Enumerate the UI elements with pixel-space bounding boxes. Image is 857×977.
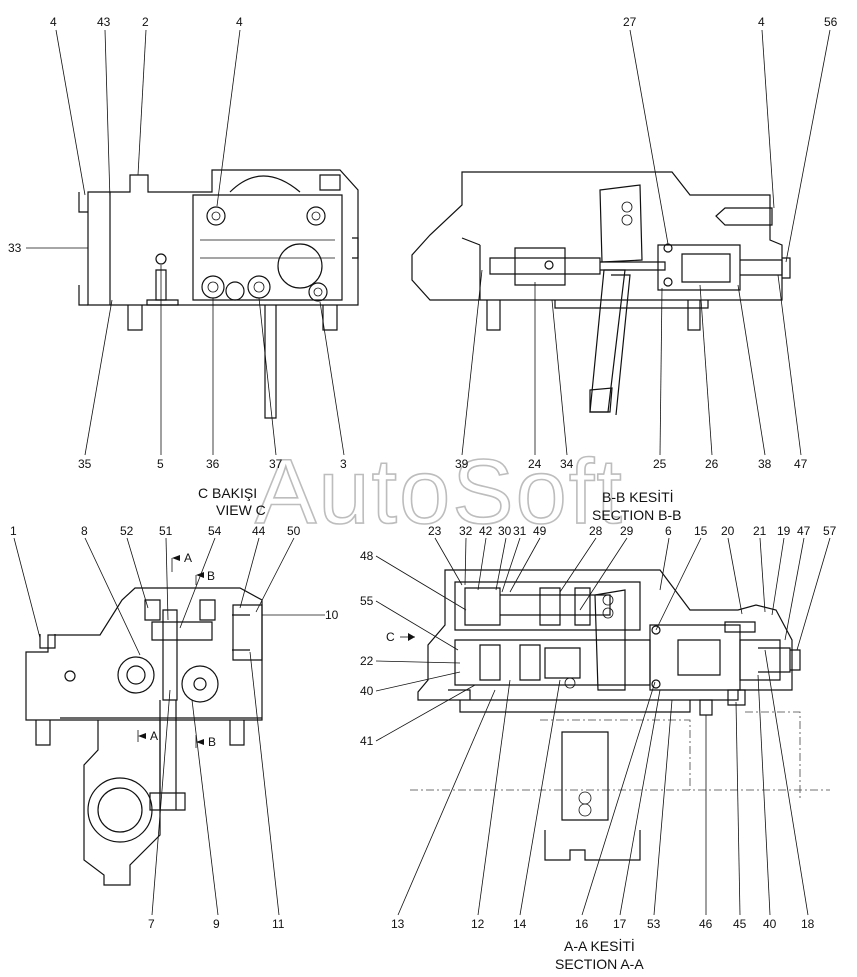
callout: 16 bbox=[575, 917, 589, 931]
callout: 38 bbox=[758, 457, 772, 471]
section-aa-caption-tr: A-A KESİTİ bbox=[564, 937, 635, 954]
callout: 52 bbox=[120, 524, 134, 538]
callout: 30 bbox=[498, 524, 512, 538]
callout: 40 bbox=[360, 684, 374, 698]
callout: 9 bbox=[213, 917, 220, 931]
view-c-caption-en: VIEW C bbox=[216, 502, 266, 518]
callout: 43 bbox=[97, 15, 111, 29]
callout: 22 bbox=[360, 654, 374, 668]
section-aa-drawing bbox=[410, 569, 830, 861]
callout: 44 bbox=[252, 524, 266, 538]
callout: 27 bbox=[623, 15, 637, 29]
section-markers bbox=[137, 555, 415, 748]
callout: 53 bbox=[647, 917, 661, 931]
section-aa-caption-en: SECTION A-A bbox=[555, 956, 644, 972]
callout: 57 bbox=[823, 524, 837, 538]
callout: 5 bbox=[157, 457, 164, 471]
section-mark: A bbox=[184, 551, 192, 565]
callout: 41 bbox=[360, 734, 374, 748]
callout: 19 bbox=[777, 524, 791, 538]
callout: 4 bbox=[50, 15, 57, 29]
callout: 39 bbox=[455, 457, 469, 471]
callout: 24 bbox=[528, 457, 542, 471]
leader-lines bbox=[13, 29, 831, 916]
callout: 51 bbox=[159, 524, 173, 538]
section-aa-callouts: 23 32 42 30 31 49 28 29 6 15 20 21 19 47… bbox=[360, 524, 837, 931]
callout: 29 bbox=[620, 524, 634, 538]
left-view-callouts: 1 8 52 51 54 44 50 10 A B A B 7 9 11 bbox=[10, 524, 339, 931]
callout: 28 bbox=[589, 524, 603, 538]
callout: 40 bbox=[763, 917, 777, 931]
callout: 56 bbox=[824, 15, 838, 29]
section-bb-caption-tr: B-B KESİTİ bbox=[602, 488, 674, 505]
callout: 6 bbox=[665, 524, 672, 538]
section-bb-drawing bbox=[411, 171, 791, 416]
callout: 13 bbox=[391, 917, 405, 931]
callout: 18 bbox=[801, 917, 815, 931]
callout: 54 bbox=[208, 524, 222, 538]
callout: 45 bbox=[733, 917, 747, 931]
callout: 21 bbox=[753, 524, 767, 538]
callout: 4 bbox=[236, 15, 243, 29]
view-c-callouts: 4 43 2 4 33 35 5 36 37 3 bbox=[8, 15, 347, 471]
view-marker: C bbox=[386, 630, 395, 644]
callout: 7 bbox=[148, 917, 155, 931]
callout: 26 bbox=[705, 457, 719, 471]
section-mark: B bbox=[207, 569, 215, 583]
callout: 11 bbox=[272, 917, 285, 931]
callout: 46 bbox=[699, 917, 713, 931]
callout: 32 bbox=[459, 524, 473, 538]
callout: 55 bbox=[360, 594, 374, 608]
section-mark: A bbox=[150, 729, 158, 743]
callout: 10 bbox=[325, 608, 339, 622]
callout: 2 bbox=[142, 15, 149, 29]
callout: 23 bbox=[428, 524, 442, 538]
callout: 49 bbox=[533, 524, 547, 538]
section-bb-callouts: 27 4 56 39 24 34 25 26 38 47 bbox=[455, 15, 838, 471]
callout: 15 bbox=[694, 524, 708, 538]
callout: 35 bbox=[78, 457, 92, 471]
callout: 14 bbox=[513, 917, 527, 931]
view-c-drawing bbox=[78, 169, 359, 419]
callout: 12 bbox=[471, 917, 485, 931]
callout: 4 bbox=[758, 15, 765, 29]
section-bb-caption-en: SECTION B-B bbox=[592, 507, 681, 523]
view-c-caption-tr: C BAKIŞI bbox=[198, 485, 257, 501]
callout: 25 bbox=[653, 457, 667, 471]
callout: 36 bbox=[206, 457, 220, 471]
callout: 47 bbox=[794, 457, 808, 471]
section-mark: B bbox=[208, 735, 216, 749]
watermark-text: AutoSoft bbox=[255, 441, 624, 543]
callout: 47 bbox=[797, 524, 811, 538]
callout: 33 bbox=[8, 241, 22, 255]
callout: 50 bbox=[287, 524, 301, 538]
callout: 37 bbox=[269, 457, 283, 471]
callout: 31 bbox=[513, 524, 527, 538]
callout: 42 bbox=[479, 524, 493, 538]
callout: 1 bbox=[10, 524, 17, 538]
callout: 48 bbox=[360, 549, 374, 563]
left-view-drawing bbox=[25, 587, 263, 886]
callout: 34 bbox=[560, 457, 574, 471]
callout: 17 bbox=[613, 917, 627, 931]
callout: 20 bbox=[721, 524, 735, 538]
callout: 8 bbox=[81, 524, 88, 538]
callout: 3 bbox=[340, 457, 347, 471]
